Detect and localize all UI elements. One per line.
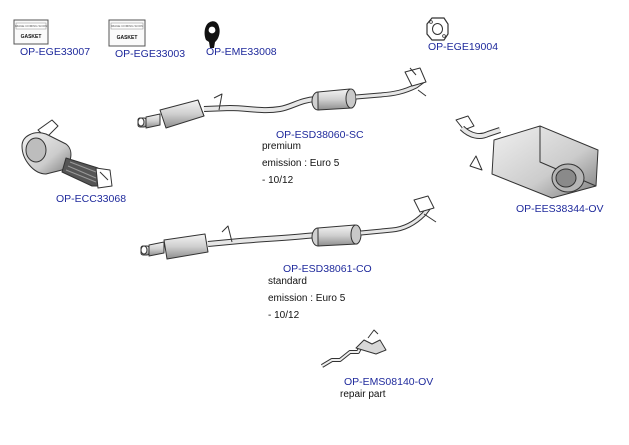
mount-code-link[interactable]: OP-EME33008 — [206, 46, 277, 58]
rear-silencer-picture[interactable] — [455, 115, 599, 199]
repair-pipe-code-link[interactable]: OP-EMS08140-OV — [344, 376, 434, 388]
rear-silencer-code-link[interactable]: OP-EES38344-OV — [516, 203, 604, 215]
flange-gasket-picture[interactable] — [426, 17, 449, 41]
gasket-a-picture[interactable] — [13, 19, 49, 45]
gasket-a-code-link[interactable]: OP-EGE33007 — [20, 46, 91, 58]
gasket-b-box-top-text: IMAGE COMING SOON — [110, 24, 144, 28]
system-premium-variant: premium — [262, 141, 301, 152]
system-standard-date: - 10/12 — [268, 310, 300, 321]
system-standard-emission: emission : Euro 5 — [268, 293, 346, 304]
system-standard-variant: standard — [268, 276, 307, 287]
catalyst-code-link[interactable]: OP-ECC33068 — [56, 193, 127, 205]
system-premium-notes: premium emission : Euro 5 - 10/12 — [262, 138, 339, 189]
repair-pipe-picture[interactable] — [320, 329, 387, 368]
gasket-a-box-label: GASKET — [20, 34, 42, 40]
system-premium-picture[interactable] — [137, 67, 427, 129]
system-premium-emission: emission : Euro 5 — [262, 158, 340, 169]
rubber-mount-picture[interactable] — [204, 21, 220, 48]
gasket-a-box-top-text: IMAGE COMING SOON — [14, 24, 48, 28]
repair-pipe-note: repair part — [340, 389, 386, 400]
gasket-b-picture[interactable] — [108, 19, 146, 47]
gasket-b-code-link[interactable]: OP-EGE33003 — [115, 48, 186, 60]
gasket-b-box-label: GASKET — [116, 35, 138, 41]
system-standard-code-link[interactable]: OP-ESD38061-CO — [283, 263, 372, 275]
system-standard-picture[interactable] — [140, 195, 437, 260]
system-premium-code-link[interactable]: OP-ESD38060-SC — [276, 129, 364, 141]
flange-gasket-code-link[interactable]: OP-EGE19004 — [428, 41, 499, 53]
system-standard-notes: standard emission : Euro 5 - 10/12 — [268, 273, 345, 324]
catalyst-picture[interactable] — [21, 119, 113, 189]
system-premium-date: - 10/12 — [262, 175, 294, 186]
